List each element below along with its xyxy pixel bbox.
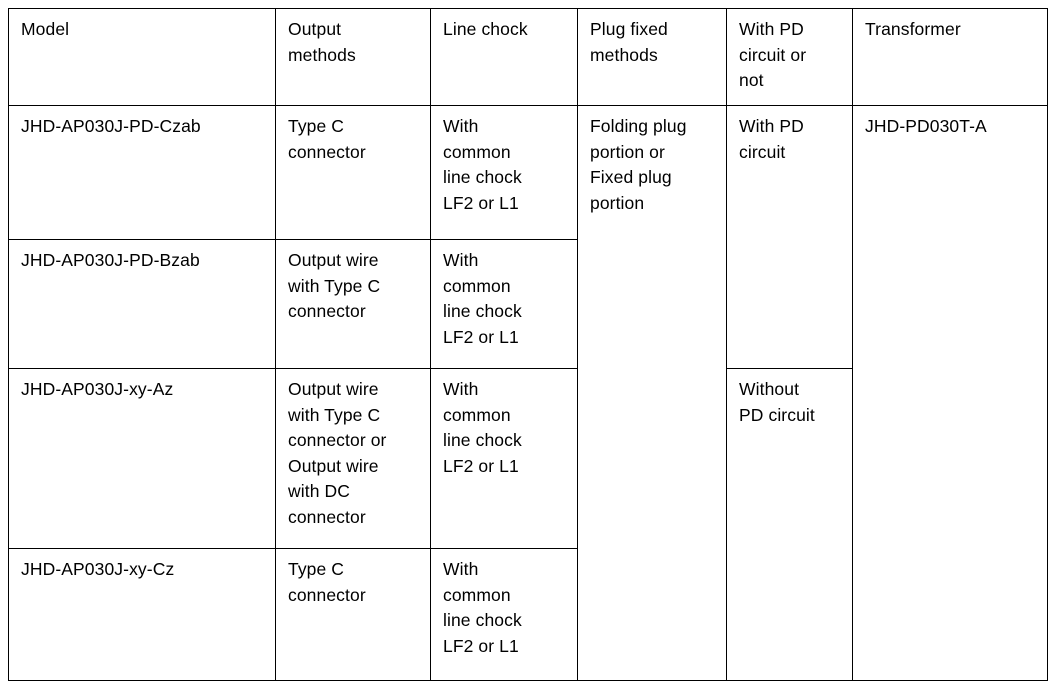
cell-model-3: JHD-AP030J-xy-Az	[8, 368, 276, 549]
column-header-line-chock: Line chock	[430, 8, 578, 106]
cell-transformer-merged: JHD-PD030T-A	[852, 105, 1048, 681]
cell-model-1: JHD-AP030J-PD-Czab	[8, 105, 276, 240]
page-root: Model Output methods Line chock Plug fix…	[8, 8, 1048, 681]
table-row: JHD-AP030J-PD-Bzab Output wire with Type…	[8, 239, 1048, 369]
cell-pd-circuit-with: With PD circuit	[726, 105, 853, 369]
cell-line-chock-3: With common line chock LF2 or L1	[430, 368, 578, 549]
cell-pd-circuit-without: Without PD circuit	[726, 368, 853, 681]
table-row: JHD-AP030J-PD-Czab Type C connector With…	[8, 105, 1048, 681]
cell-line-chock-1: With common line chock LF2 or L1	[430, 105, 578, 240]
cell-output-methods-1: Type C connector	[275, 105, 431, 240]
cell-plug-fixed-methods-merged: Folding plug portion or Fixed plug porti…	[577, 105, 727, 681]
cell-line-chock-2: With common line chock LF2 or L1	[430, 239, 578, 369]
cell-output-methods-3: Output wire with Type C connector or Out…	[275, 368, 431, 549]
column-header-transformer: Transformer	[852, 8, 1048, 106]
column-header-model: Model	[8, 8, 276, 106]
column-header-output-methods: Output methods	[275, 8, 431, 106]
cell-model-2: JHD-AP030J-PD-Bzab	[8, 239, 276, 369]
cell-model-4: JHD-AP030J-xy-Cz	[8, 548, 276, 681]
column-header-plug-fixed-methods: Plug fixed methods	[577, 8, 727, 106]
table-header-row: Model Output methods Line chock Plug fix…	[8, 8, 1048, 106]
table-row: JHD-AP030J-xy-Az Output wire with Type C…	[8, 368, 1048, 681]
product-spec-table: Model Output methods Line chock Plug fix…	[8, 8, 1048, 681]
cell-output-methods-2: Output wire with Type C connector	[275, 239, 431, 369]
cell-output-methods-4: Type C connector	[275, 548, 431, 681]
column-header-with-pd-circuit-or-not: With PD circuit or not	[726, 8, 853, 106]
cell-line-chock-4: With common line chock LF2 or L1	[430, 548, 578, 681]
